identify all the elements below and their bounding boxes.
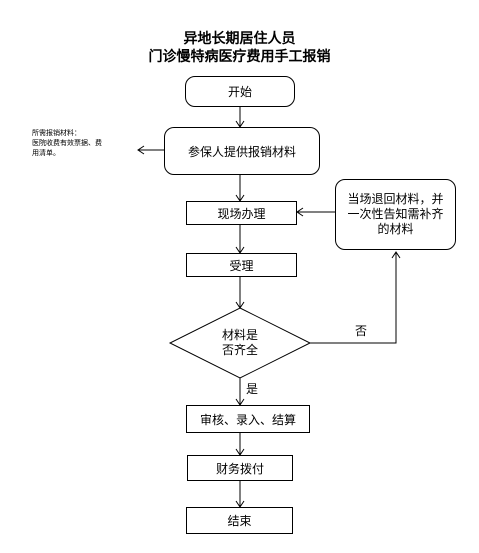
diagram-title-line-1: 异地长期居住人员 [183, 31, 296, 47]
decision-label-line-1: 材料是 [221, 328, 258, 342]
start-node-label: 开始 [227, 85, 252, 99]
finance-payment-label: 财务拨付 [215, 461, 264, 476]
edge-label-yes: 是 [246, 382, 259, 396]
required-materials-note: 所需报销材料： 医院收费有效票据、费 用清单。 [32, 128, 138, 158]
onsite-processing-node: 现场办理 [186, 201, 297, 225]
return-materials-node: 当场退回材料，并 一次性告知需补齐 的材料 [335, 179, 456, 250]
diagram-title-line-2: 门诊慢特病医疗费用手工报销 [148, 49, 331, 65]
decision-diamond [168, 307, 312, 379]
edge-label-no: 否 [355, 324, 368, 338]
return-materials-line-3: 的材料 [377, 222, 414, 236]
arrow-no-to-side-box [310, 252, 397, 344]
return-materials-line-1: 当场退回材料，并 [347, 192, 444, 206]
note-line-2: 医院收费有效票据、费 [32, 139, 102, 147]
review-settle-node: 审核、录入、结算 [186, 405, 310, 433]
arrowhead [296, 207, 304, 217]
arrowhead [391, 251, 401, 259]
accept-node: 受理 [186, 253, 297, 277]
decision-label-line-2: 否齐全 [221, 343, 258, 357]
submit-materials-label: 参保人提供报销材料 [187, 144, 296, 159]
arrowhead [137, 145, 145, 155]
note-line-1: 所需报销材料： [32, 129, 81, 137]
end-node-label: 结束 [227, 514, 252, 528]
finance-payment-node: 财务拨付 [187, 455, 293, 481]
end-node: 结束 [186, 507, 293, 534]
note-line-3: 用清单。 [32, 149, 60, 157]
review-settle-label: 审核、录入、结算 [199, 412, 296, 427]
start-node: 开始 [185, 76, 295, 107]
onsite-processing-label: 现场办理 [217, 206, 266, 221]
return-materials-line-2: 一次性告知需补齐 [347, 207, 444, 221]
decision-label: 材料是 否齐全 [200, 328, 280, 358]
accept-label: 受理 [229, 258, 254, 273]
submit-materials-node: 参保人提供报销材料 [164, 127, 320, 175]
